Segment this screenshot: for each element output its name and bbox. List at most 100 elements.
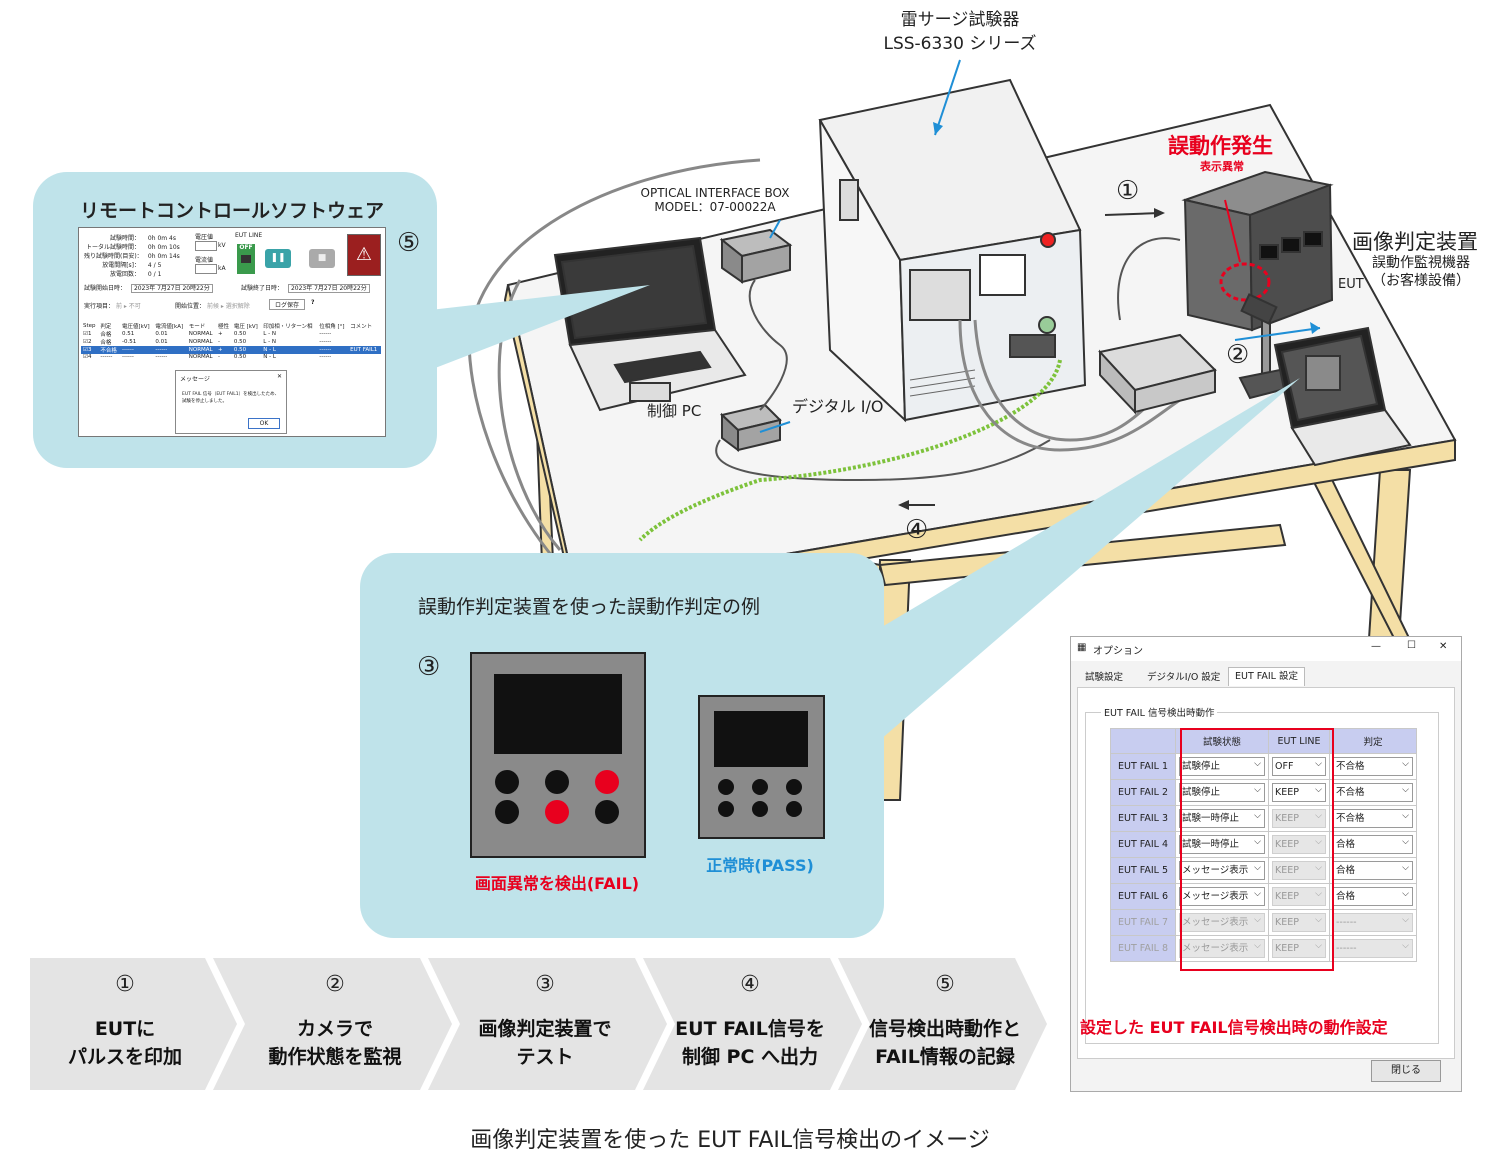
pos-value[interactable]: 前候 ▸ 選択解除 [206, 303, 250, 310]
table-row-selected[interactable]: ☑3 不合格 ------ ------ NORMAL + 0.50 N - L… [81, 346, 381, 354]
exec-value[interactable]: 前 ▸ 不可 [115, 303, 141, 310]
interval-value: 4 / 5 [147, 262, 162, 269]
start-date-field[interactable]: 2023年 7月27日 20時22分 [130, 284, 213, 293]
eut-fail-row: EUT FAIL 2 試験停止 KEEP 不合格 [1110, 779, 1417, 806]
state-cell: 試験停止 [1175, 779, 1269, 806]
image-judge-title: 画像判定装置 [1352, 230, 1478, 254]
surge-warning-icon: ⚠ [347, 234, 381, 276]
current-label: 電流値 [195, 257, 214, 264]
voltage-field [195, 241, 217, 251]
col-header: 極性 [218, 324, 230, 330]
state-select[interactable]: 試験停止 [1179, 782, 1265, 802]
fail-button-lit [595, 770, 619, 794]
cell: 0.01 [155, 339, 168, 345]
step-line1: EUT FAIL信号を [675, 1018, 825, 1040]
tab-eut-fail[interactable]: EUT FAIL 設定 [1228, 667, 1305, 686]
help-icon[interactable]: ? [311, 299, 315, 306]
stop-button[interactable]: ■ [309, 249, 335, 268]
judge-select: ------ [1333, 912, 1413, 932]
maximize-button[interactable]: ☐ [1407, 640, 1416, 651]
step-line2: パルスを印加 [67, 1046, 182, 1068]
results-table: Step 判定 電圧値[kV] 電流値[kA] モード 極性 電圧 [kV] 印… [81, 322, 381, 360]
judge-select[interactable]: 合格 [1333, 886, 1413, 906]
cell: ------ [155, 354, 168, 360]
judge-select[interactable]: 不合格 [1333, 756, 1413, 776]
fail-button [545, 770, 569, 794]
state-select[interactable]: 試験一時停止 [1179, 808, 1265, 828]
fail-screen [494, 674, 622, 754]
row-label: EUT FAIL 6 [1110, 883, 1176, 910]
message-ok-button[interactable]: OK [248, 418, 280, 429]
state-select[interactable]: 試験停止 [1179, 756, 1265, 776]
line-select[interactable]: KEEP [1272, 782, 1326, 802]
state-select[interactable]: メッセージ表示 [1179, 860, 1265, 880]
table-row[interactable]: ☑4 ------ ------ ------ NORMAL - 0.50 N … [81, 354, 381, 360]
judge-select[interactable]: 合格 [1333, 860, 1413, 880]
close-button[interactable]: 閉じる [1371, 1060, 1441, 1082]
judge-select[interactable]: 不合格 [1333, 808, 1413, 828]
log-save-button[interactable]: ログ保存 [269, 299, 306, 310]
cell: ------ [319, 354, 332, 360]
step-line1: EUTに [94, 1018, 156, 1040]
step-4: ④ EUT FAIL信号を 制御 PC へ出力 [655, 958, 845, 1090]
voltage-label: 電圧値 [195, 234, 214, 241]
fail-button [595, 800, 619, 824]
tab-digital-io[interactable]: デジタルI/O 設定 [1147, 672, 1221, 683]
row-label: EUT FAIL 5 [1110, 857, 1176, 884]
judge-cell: 合格 [1329, 857, 1417, 884]
corner-cell [1110, 728, 1176, 754]
line-cell: KEEP [1268, 857, 1330, 884]
row-label: EUT FAIL 7 [1110, 909, 1176, 936]
fail-button-lit [545, 800, 569, 824]
fail-label: 画面異常を検出(FAIL) [474, 874, 640, 893]
image-judge-sub2: （お客様設備） [1372, 273, 1470, 289]
step-line2: 制御 PC へ出力 [681, 1046, 819, 1068]
cell: 0.51 [121, 331, 135, 337]
remain-time-value: 0h 0m 14s [147, 253, 180, 260]
eut-line-off-button[interactable]: OFF [237, 244, 255, 274]
tab-test-settings[interactable]: 試験設定 [1085, 672, 1124, 683]
eut-line-label: EUT LINE [235, 232, 263, 239]
judge-cell: 不合格 [1329, 805, 1417, 832]
cell: 0.50 [231, 346, 262, 354]
table-row[interactable]: ☑2 合格 -0.51 0.01 NORMAL - 0.50 L - N ---… [81, 338, 381, 346]
judge-select[interactable]: 合格 [1333, 834, 1413, 854]
col-header: 電圧値[kV] [121, 324, 150, 330]
message-close-icon[interactable]: ✕ [276, 373, 282, 380]
pause-button[interactable]: ❚❚ [265, 249, 291, 268]
message-line1: EUT FAIL 信号（EUT FAIL1）を検出したため、 [182, 392, 280, 397]
dialog-app-icon: ▦ [1077, 642, 1087, 653]
off-indicator [241, 255, 251, 263]
state-cell: メッセージ表示 [1175, 883, 1269, 910]
exec-label: 実行項目： [84, 303, 115, 310]
remain-time-label: 残り試験時間(目安)： [84, 253, 143, 260]
pass-button [752, 779, 768, 795]
step-line2: 動作状態を監視 [268, 1046, 402, 1068]
line-cell: KEEP [1268, 909, 1330, 936]
eut-fail-row-disabled: EUT FAIL 8 メッセージ表示 KEEP ------ [1110, 935, 1417, 962]
optical-box-name: OPTICAL INTERFACE BOX [640, 186, 790, 200]
minimize-button[interactable]: — [1371, 641, 1381, 652]
pass-label: 正常時(PASS) [706, 856, 814, 875]
cell: EUT FAIL1 [348, 346, 381, 354]
close-icon[interactable]: ✕ [1439, 641, 1448, 652]
state-select[interactable]: 試験一時停止 [1179, 834, 1265, 854]
image-judge-sub1: 誤動作監視機器 [1372, 255, 1470, 271]
step-arrows [30, 958, 1047, 1090]
line-select[interactable]: OFF [1272, 756, 1326, 776]
judge-select[interactable]: 不合格 [1333, 782, 1413, 802]
cell: 不合格 [98, 346, 120, 354]
cell: ☑1 [83, 331, 92, 337]
end-date-field[interactable]: 2023年 7月27日 20時22分 [287, 284, 370, 293]
col-header: 電流値[kA] [155, 324, 184, 330]
cell: 0.50 [233, 331, 247, 337]
state-cell: メッセージ表示 [1175, 909, 1269, 936]
table-row[interactable]: ☑1 合格 0.51 0.01 NORMAL + 0.50 L - N ----… [81, 330, 381, 338]
step-number: ⑤ [935, 972, 955, 997]
col-header: 位相角 [°] [319, 324, 345, 330]
cell: ------ [119, 346, 154, 354]
step-1: ① EUTに パルスを印加 [30, 958, 220, 1090]
cell: NORMAL [186, 346, 217, 354]
state-select[interactable]: メッセージ表示 [1179, 886, 1265, 906]
cell: ------ [121, 354, 134, 360]
